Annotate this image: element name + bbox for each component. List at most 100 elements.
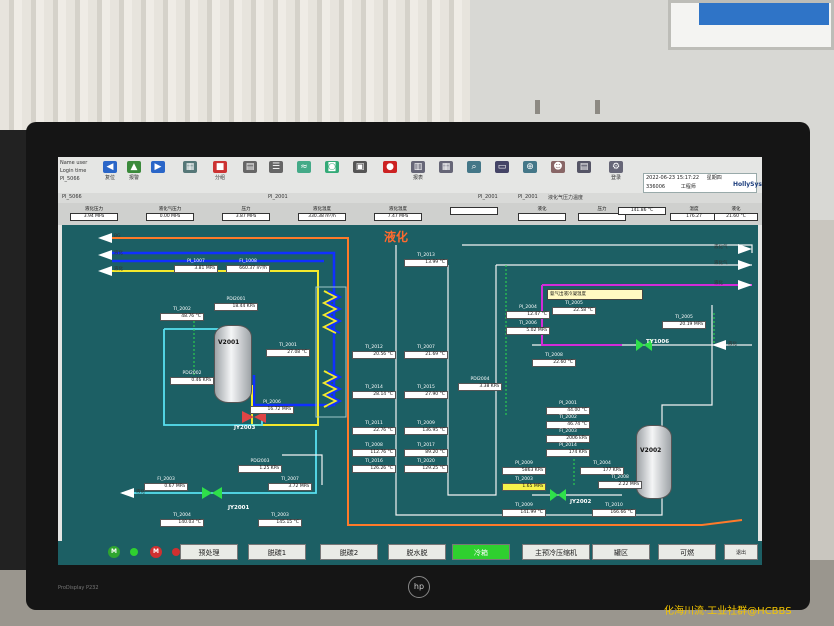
toolbar-grid-button[interactable]: ▤ [238,161,262,191]
toolbar-login-button[interactable]: ⚙登录 [609,161,623,181]
toolbar-print-button[interactable]: ▭ [490,161,514,191]
toolbar-overview-button[interactable]: ▦ [178,161,202,191]
valve-label[interactable]: JY2001 [228,505,250,511]
toolbar-process-button[interactable]: ◙ [320,161,344,191]
valve-icon [212,487,222,499]
nav-button-dehydrate[interactable]: 脱水脱 [388,544,446,560]
wall-poster [668,0,834,50]
nav-button-combustible[interactable]: 可燃 [658,544,716,560]
tag-row: PI_5066 PI_2001 PI_2001 PI_2001 液化气压力温度 [58,193,762,203]
valve-label[interactable]: TY1006 [646,339,670,345]
header-item[interactable]: 压力 [578,206,626,222]
header-item[interactable]: 141.86 °C [618,206,666,222]
exit-button[interactable]: 退出 [724,544,758,560]
stream-arrow [738,260,752,270]
toolbar-report-button[interactable]: ▥报表 [411,161,425,181]
exchanger-frame [315,286,347,418]
stream-arrow [98,233,112,243]
toolbar-device-button[interactable]: ▤ [572,161,596,191]
toolbar-forward-button[interactable]: ▶ [146,161,170,191]
valve-label[interactable]: JY2002 [570,499,592,505]
toolbar-list-button[interactable]: ☰ [264,161,288,191]
valve-label[interactable]: JY2003 [234,425,256,431]
toolbar-alarm-button[interactable]: ▲报警 [127,161,141,181]
toolbar-users-button[interactable]: ☻ [546,161,570,191]
bottom-nav: M M 预处理 脱碳1 脱碳2 脱水脱 冷箱 主预冷压缩机 罐区 可燃 退出 [58,541,762,565]
toolbar-horn-button[interactable]: ● [378,161,402,191]
vessel-v2002[interactable] [636,425,672,499]
nav-button-tank[interactable]: 罐区 [592,544,650,560]
valve-icon [254,411,266,423]
mode-indicator[interactable]: M [108,546,120,558]
toolbar-search-button[interactable]: ⌕ [462,161,486,191]
header-item[interactable] [450,206,498,222]
header-item[interactable]: 液化 [518,206,566,222]
vessel-v2001[interactable] [214,325,252,403]
stream-label: 液化 [136,490,145,495]
toolbar-group-button[interactable]: ■分组 [213,161,227,181]
stream-arrow [738,280,752,290]
nav-button-decarb1[interactable]: 脱碳1 [248,544,306,560]
stream-label: 液化 [114,267,123,272]
panel-icon: ▣ [353,161,367,173]
mode-indicator[interactable]: M [150,546,162,558]
toolbar-trend-button[interactable]: ≈ [292,161,316,191]
nav-button-coldbox[interactable]: 冷箱 [452,544,510,560]
nav-button-pretreat[interactable]: 预处理 [180,544,238,560]
nav-button-decarb2[interactable]: 脱碳2 [320,544,378,560]
clock-date: 2022-06-23 15:17:22 [646,175,700,181]
toolbar-table-button[interactable]: ▦ [434,161,458,191]
back-arrow-icon: ◀ [103,161,117,173]
toolbar-zoom-button[interactable]: ⊕ [518,161,542,191]
nav-button-compressor[interactable]: 主预冷压缩机 [522,544,590,560]
toolbar-panel-button[interactable]: ▣ [348,161,372,191]
toolbar-back-button[interactable]: ◀复位 [103,161,117,181]
